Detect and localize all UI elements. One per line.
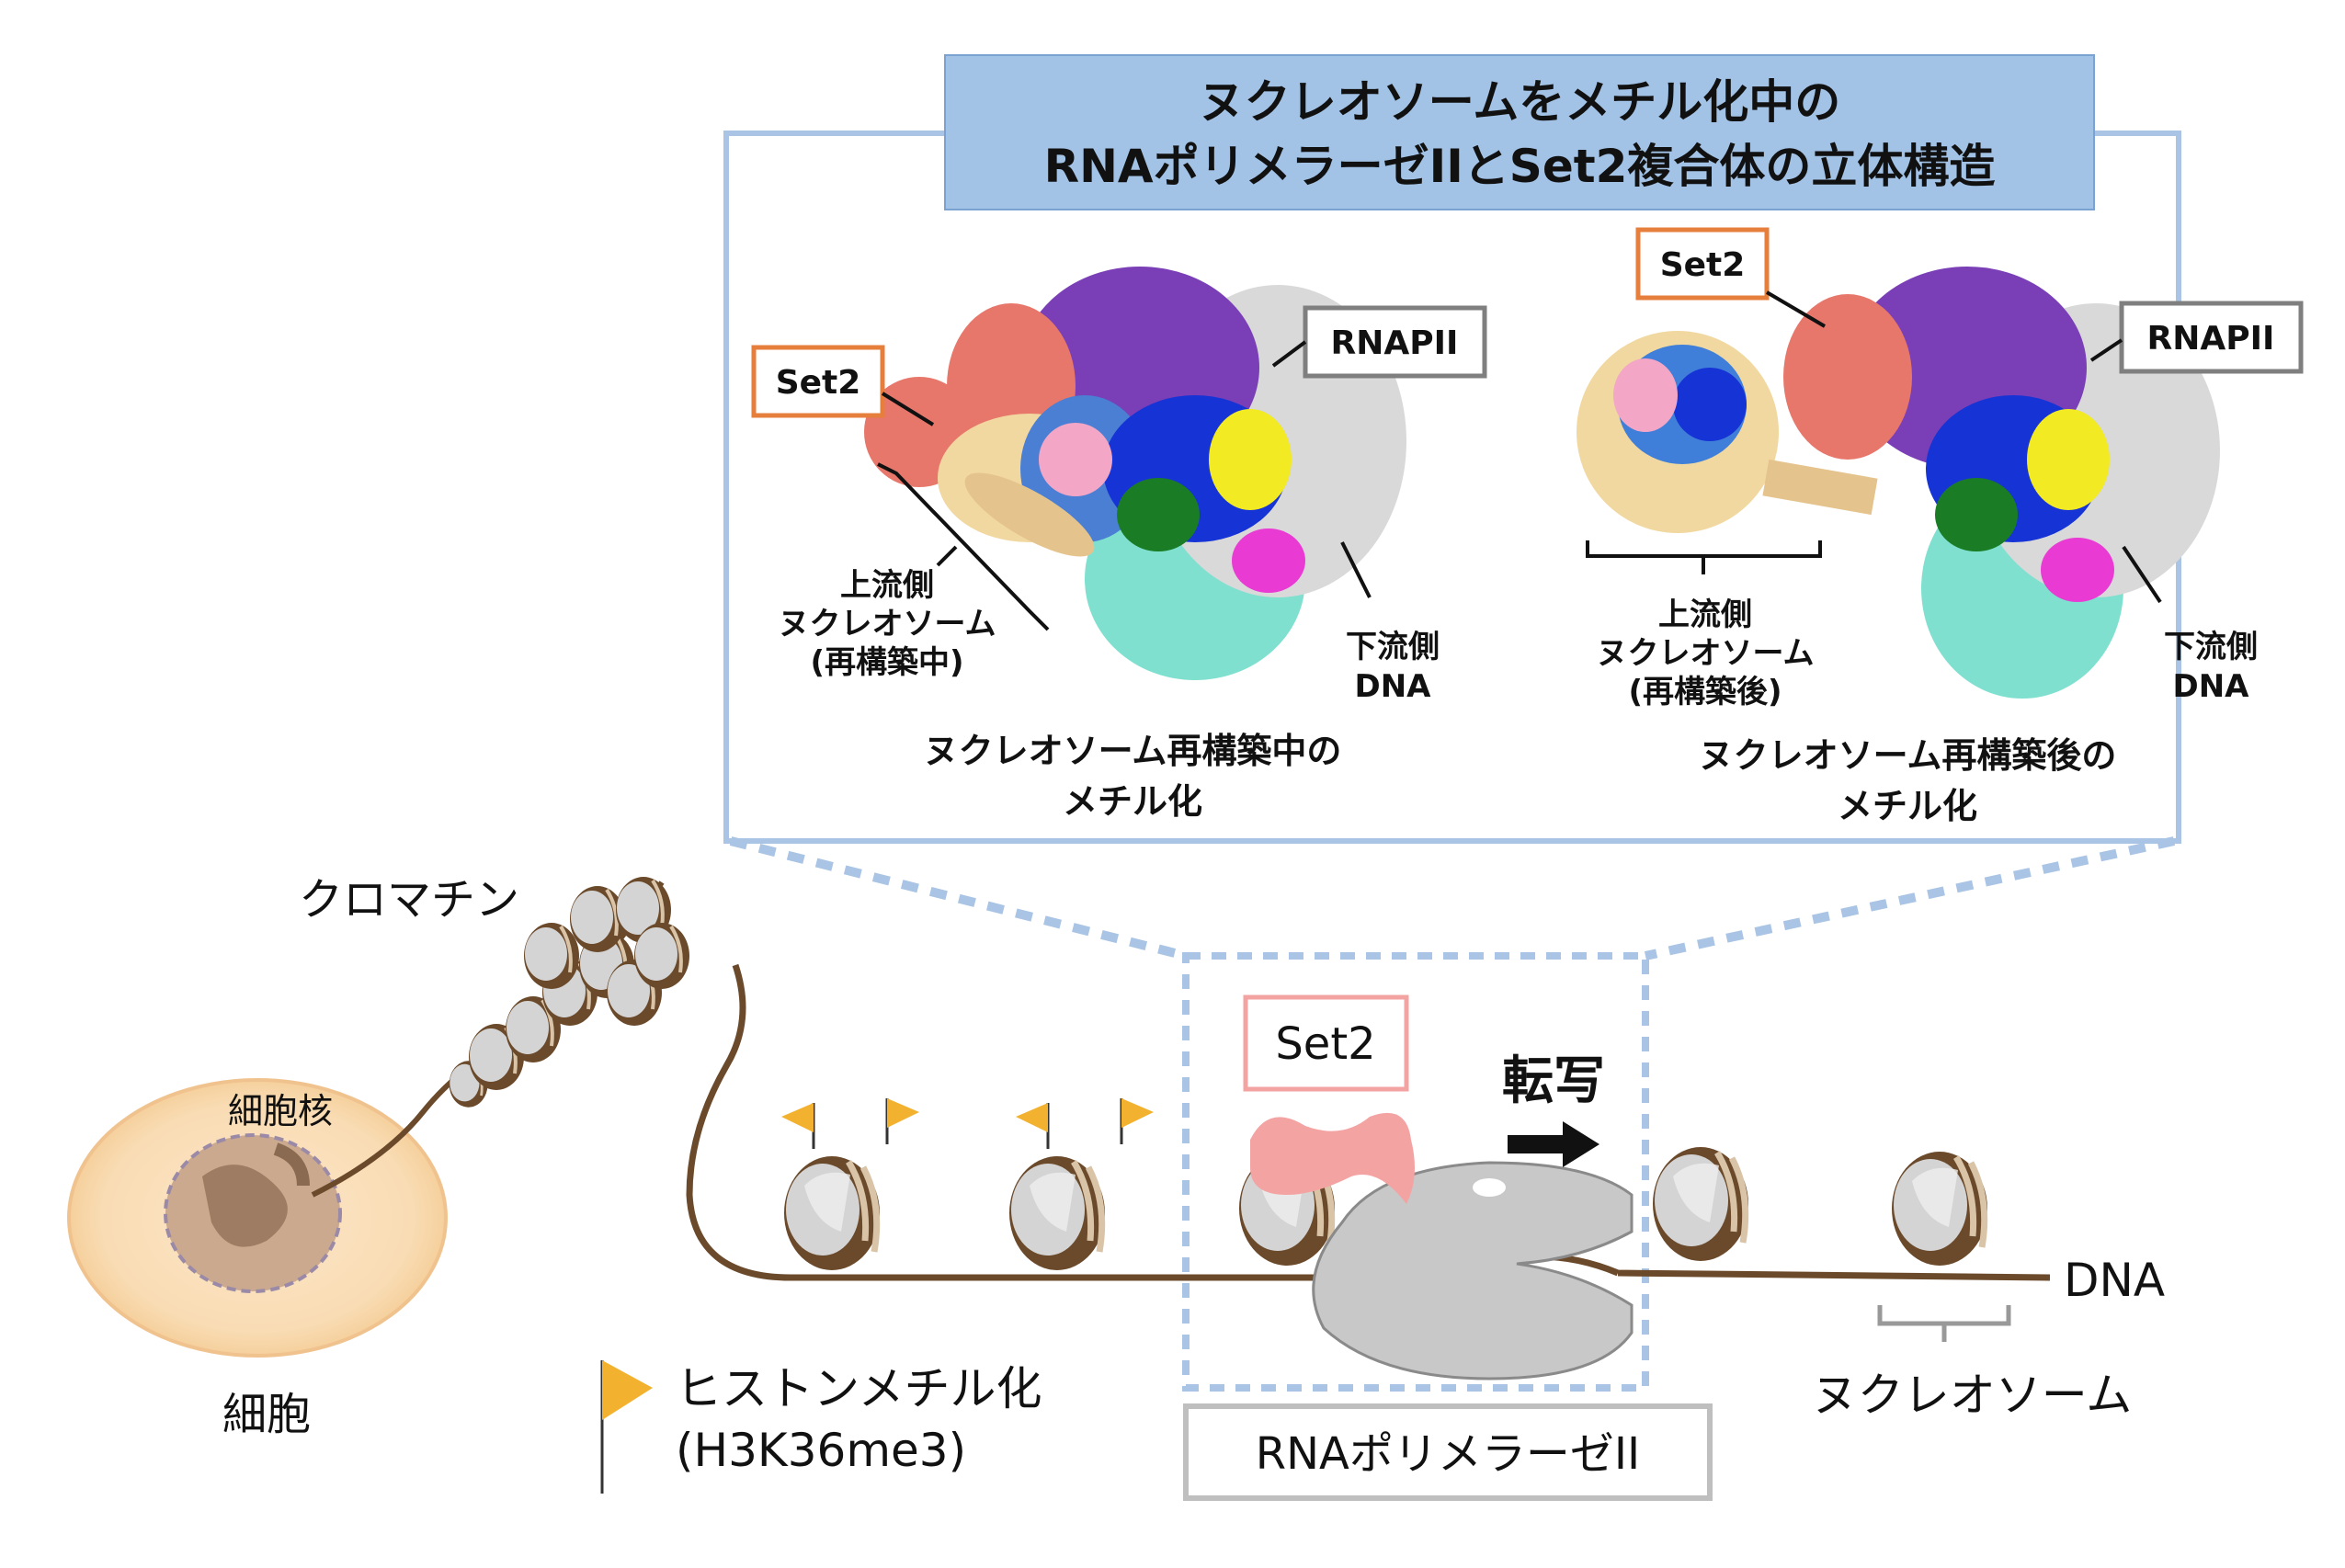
left-rnapii-label: RNAPII bbox=[1331, 324, 1459, 362]
right-upstream-l2: ヌクレオソーム bbox=[1597, 635, 1815, 672]
title-line2: RNAポリメラーゼIIとSet2複合体の立体構造 bbox=[1044, 140, 1996, 193]
right-rnapii-box bbox=[2119, 301, 2304, 374]
set2-shape bbox=[1250, 1112, 1415, 1204]
rnapii-label: RNAポリメラーゼII bbox=[1256, 1428, 1640, 1480]
legend-flag-icon bbox=[602, 1360, 653, 1420]
set2-label: Set2 bbox=[1275, 1018, 1375, 1070]
transcription-label: 転写 bbox=[1502, 1051, 1605, 1111]
transcription-arrow bbox=[1508, 1121, 1599, 1167]
rna-polymerase-ii bbox=[1312, 1161, 1634, 1381]
methylation-label-l2: (H3K36me3) bbox=[676, 1424, 966, 1477]
set2-box bbox=[1243, 994, 1409, 1092]
nucleosome-4 bbox=[1653, 1147, 1748, 1261]
left-downstream-l1: 下流側 bbox=[1346, 629, 1440, 665]
zoom-line-right bbox=[1644, 836, 2176, 960]
dna-label: DNA bbox=[2064, 1254, 2165, 1307]
methylation-flags bbox=[781, 1098, 1154, 1149]
right-caption-l1: ヌクレオソーム再構築後の bbox=[1699, 735, 2117, 776]
methylation-label-l1: ヒストンメチル化 bbox=[676, 1362, 1042, 1415]
dna-strand bbox=[686, 963, 1360, 1281]
rnapii-box bbox=[1183, 1403, 1713, 1501]
nucleosome-label: ヌクレオソーム bbox=[1812, 1369, 2133, 1422]
right-rnapii-label: RNAPII bbox=[2147, 320, 2275, 358]
left-upstream-l1: 上流側 bbox=[840, 567, 934, 604]
right-set2-label: Set2 bbox=[1660, 246, 1746, 284]
nucleosome-bracket bbox=[1877, 1305, 2011, 1326]
right-upstream-l3: (再構築後) bbox=[1628, 674, 1782, 710]
left-downstream-l2: DNA bbox=[1355, 668, 1432, 705]
left-upstream-bracket bbox=[877, 462, 1050, 631]
left-upstream-l3: (再構築中) bbox=[810, 644, 963, 681]
left-set2-box bbox=[751, 345, 885, 418]
chromatin-label: クロマチン bbox=[299, 874, 519, 926]
left-rnapii-box bbox=[1303, 305, 1487, 379]
right-set2-box bbox=[1635, 227, 1770, 301]
left-caption-l2: メチル化 bbox=[1063, 781, 1202, 822]
right-downstream-l1: 下流側 bbox=[2164, 629, 2258, 665]
cell-label: 細胞 bbox=[222, 1389, 311, 1440]
nucleosome-5 bbox=[1892, 1152, 1987, 1266]
left-set2-label: Set2 bbox=[776, 364, 861, 402]
zoom-line-left bbox=[729, 836, 1188, 960]
nucleosome-1 bbox=[784, 1156, 880, 1270]
title-line1: ヌクレオソームをメチル化中の bbox=[1199, 75, 1841, 129]
left-upstream-l2: ヌクレオソーム bbox=[779, 606, 996, 642]
right-upstream-l1: 上流側 bbox=[1658, 597, 1752, 633]
right-caption-l2: メチル化 bbox=[1838, 786, 1977, 826]
right-structure-image bbox=[1577, 267, 2220, 699]
right-downstream-l2: DNA bbox=[2173, 668, 2250, 705]
nucleosome-2 bbox=[1009, 1156, 1105, 1270]
zoom-box bbox=[1182, 952, 1649, 1392]
title-box bbox=[944, 54, 2095, 210]
nucleus-label: 細胞核 bbox=[228, 1091, 333, 1131]
left-caption-l1: ヌクレオソーム再構築中の bbox=[924, 731, 1342, 771]
